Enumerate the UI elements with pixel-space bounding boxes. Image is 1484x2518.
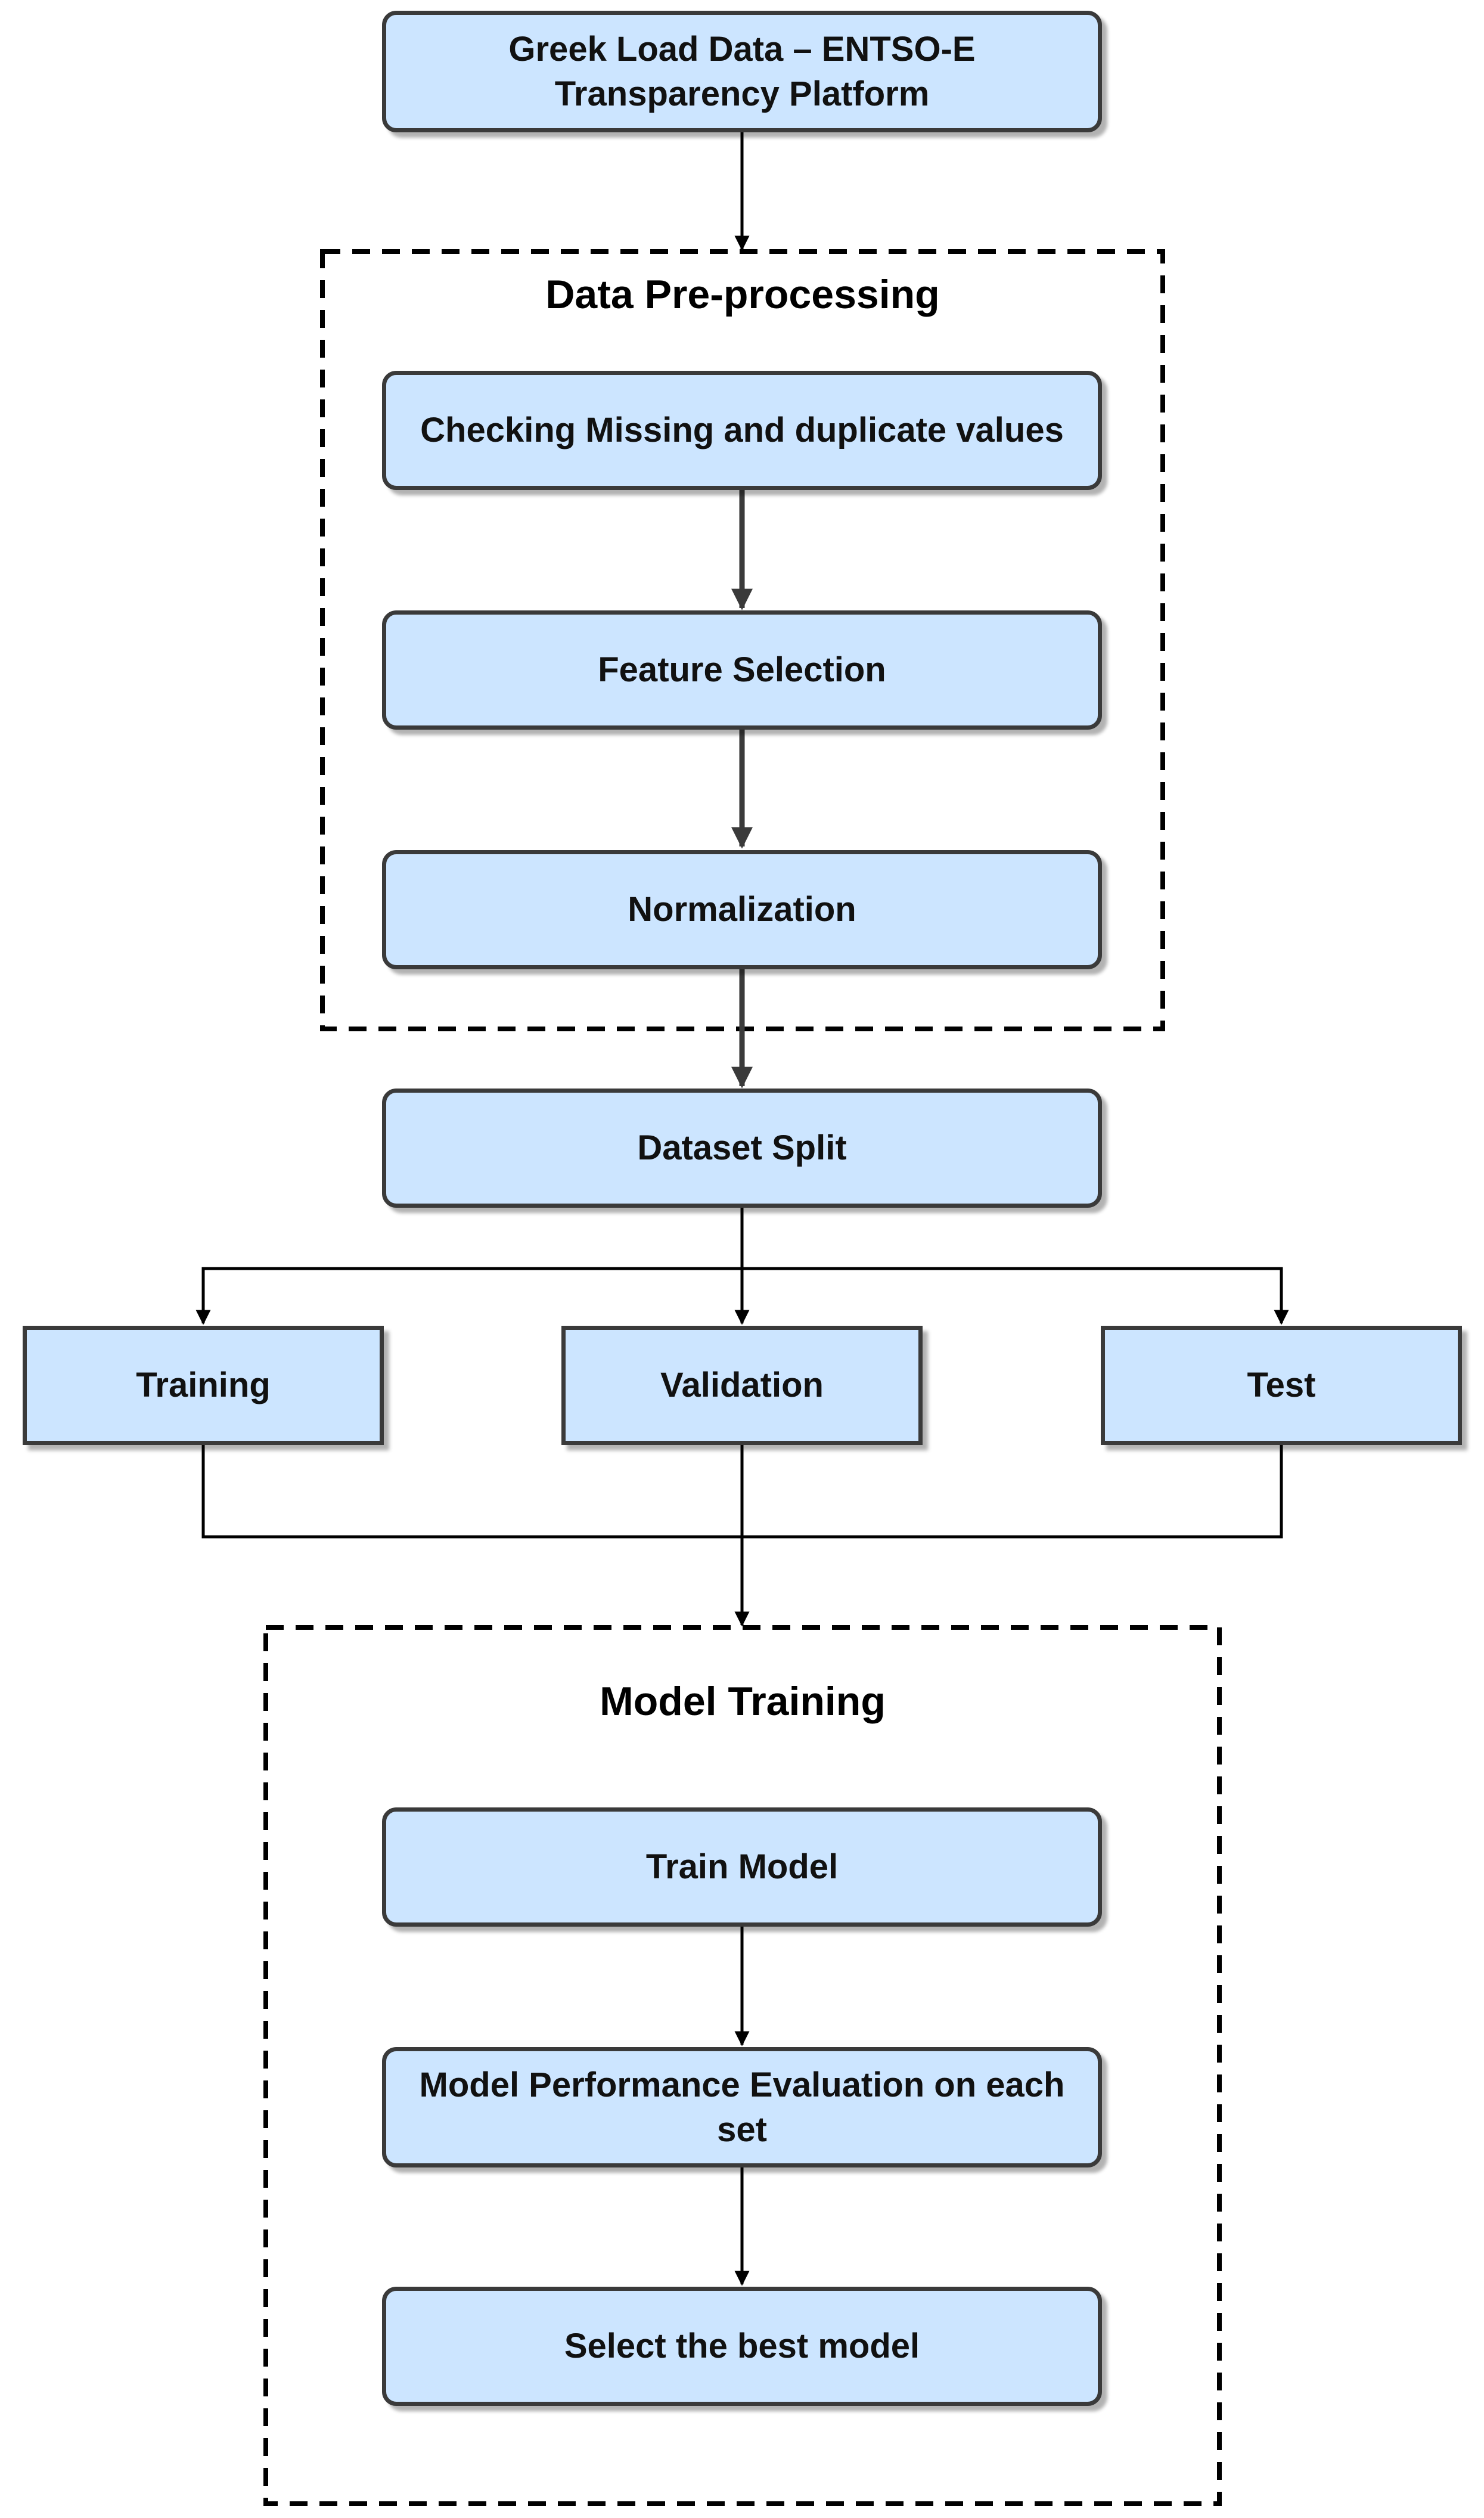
node-missing-values-check: Checking Missing and duplicate values bbox=[382, 371, 1102, 490]
node-validation-set: Validation bbox=[561, 1326, 923, 1445]
node-source-label: Greek Load Data – ENTSO-E Transparency P… bbox=[508, 29, 976, 113]
node-train-model: Train Model bbox=[382, 1807, 1102, 1927]
node-performance-evaluation: Model Performance Evaluation on each set bbox=[382, 2047, 1102, 2167]
node-dataset-split-label: Dataset Split bbox=[637, 1128, 847, 1168]
model-training-group-title: Model Training bbox=[600, 1679, 886, 1724]
node-feature-selection: Feature Selection bbox=[382, 610, 1102, 730]
node-training-set-label: Training bbox=[136, 1366, 271, 1405]
preprocessing-group-title: Data Pre-processing bbox=[545, 272, 940, 317]
node-train-model-label: Train Model bbox=[645, 1847, 839, 1887]
node-normalization-label: Normalization bbox=[628, 890, 856, 929]
node-performance-evaluation-label: Model Performance Evaluation on each set bbox=[419, 2065, 1065, 2149]
node-source: Greek Load Data – ENTSO-E Transparency P… bbox=[382, 11, 1102, 132]
node-normalization: Normalization bbox=[382, 850, 1102, 969]
node-training-set: Training bbox=[23, 1326, 384, 1445]
node-select-best-model-label: Select the best model bbox=[564, 2327, 920, 2366]
node-test-set-label: Test bbox=[1247, 1366, 1316, 1405]
node-validation-set-label: Validation bbox=[660, 1366, 824, 1405]
node-missing-values-check-label: Checking Missing and duplicate values bbox=[420, 411, 1064, 450]
node-dataset-split: Dataset Split bbox=[382, 1089, 1102, 1208]
node-select-best-model: Select the best model bbox=[382, 2287, 1102, 2406]
node-feature-selection-label: Feature Selection bbox=[598, 650, 886, 690]
model-training-group-border bbox=[263, 1625, 1222, 2506]
node-test-set: Test bbox=[1101, 1326, 1462, 1445]
